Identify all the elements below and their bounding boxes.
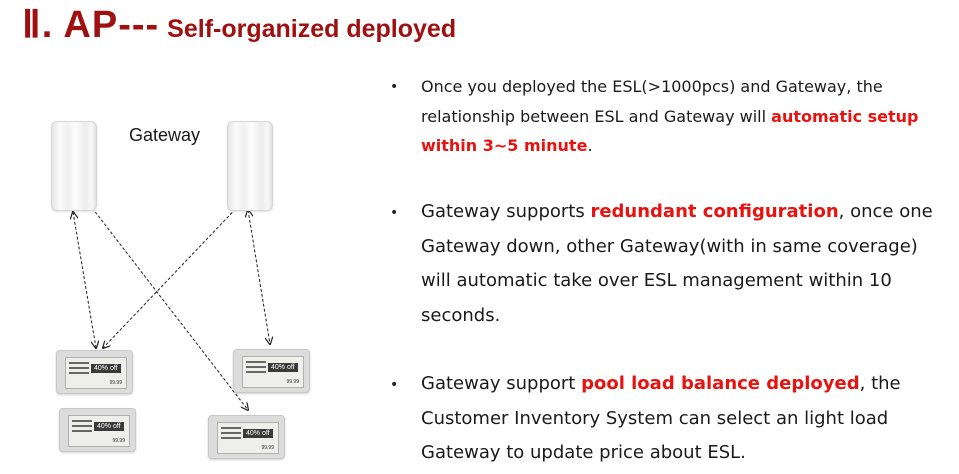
esl-discount-label: 40% off (268, 363, 298, 372)
highlight-text: pool load balance deployed (581, 373, 860, 394)
link-gateway1-esl1 (73, 212, 96, 348)
section-number: Ⅱ. AP--- (22, 4, 160, 46)
esl-discount-label: 40% off (91, 364, 121, 373)
esl-discount-label: 40% off (94, 422, 124, 431)
link-gateway2-esl2 (248, 210, 270, 344)
highlight-text: automatic setup within 3~5 minute (421, 106, 919, 156)
connection-arrows (0, 0, 380, 474)
gateway-device-1 (51, 121, 97, 211)
esl-discount-label: 40% off (243, 429, 273, 438)
bullet-marker: • (390, 377, 399, 393)
highlight-text: redundant configuration (590, 201, 839, 222)
section-subtitle: Self-organized deployed (167, 15, 457, 43)
link-gateway2-esl1 (103, 198, 246, 348)
gateway-device-2 (227, 121, 273, 211)
bullet-list: • Once you deployed the ESL(>1000pcs) an… (390, 0, 959, 474)
bullet-marker: • (390, 205, 399, 221)
page-title: Ⅱ. AP---Self-organized deployed (22, 2, 456, 47)
gateway-label: Gateway (129, 125, 201, 145)
bullet-item-auto-setup: Once you deployed the ESL(>1000pcs) and … (421, 77, 919, 156)
bullet-marker: • (390, 79, 399, 95)
bullet-item-load-balance: Gateway support pool load balance deploy… (421, 373, 901, 463)
bullet-item-redundant: Gateway supports redundant configuration… (421, 201, 933, 326)
